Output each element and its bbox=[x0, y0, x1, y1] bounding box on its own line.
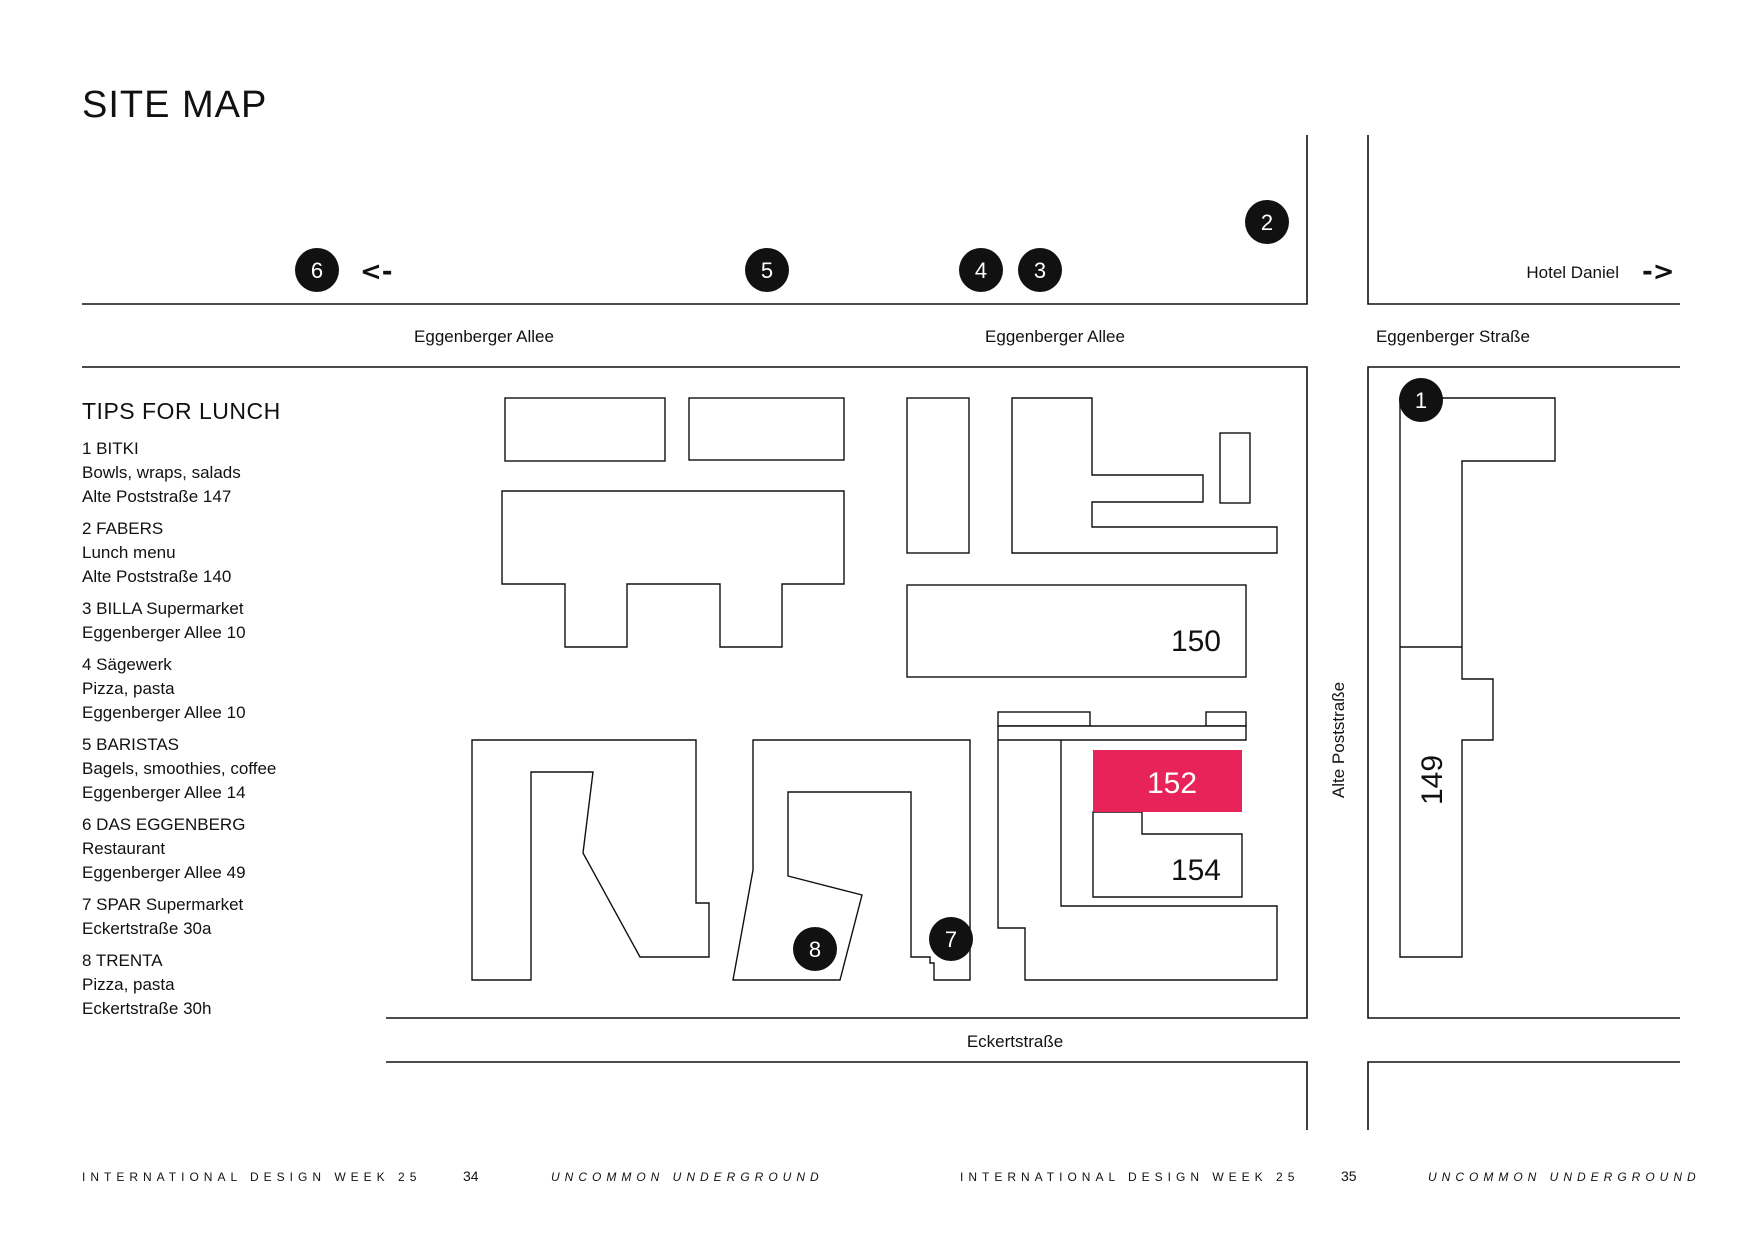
street-edge bbox=[82, 135, 1308, 305]
tip-line: Eggenberger Allee 10 bbox=[82, 703, 246, 722]
tip-item-2: 2 FABERS Lunch menu Alte Poststraße 140 bbox=[82, 517, 382, 589]
tip-line: Eggenberger Allee 10 bbox=[82, 623, 246, 642]
tip-line: Eckertstraße 30h bbox=[82, 999, 212, 1018]
tip-name: 4 Sägewerk bbox=[82, 655, 172, 674]
building bbox=[471, 739, 710, 981]
tip-name: 5 BARISTAS bbox=[82, 735, 179, 754]
tip-line: Pizza, pasta bbox=[82, 679, 175, 698]
marker-2[interactable]: 2 bbox=[1245, 200, 1289, 244]
tip-name: 8 TRENTA bbox=[82, 951, 163, 970]
marker-3-number: 3 bbox=[1034, 258, 1046, 283]
building-154-label: 154 bbox=[1171, 854, 1221, 887]
marker-7-number: 7 bbox=[945, 927, 957, 952]
hotel-daniel-label: Hotel Daniel bbox=[1526, 263, 1619, 282]
building bbox=[906, 397, 970, 554]
building bbox=[732, 739, 971, 981]
tip-item-8: 8 TRENTA Pizza, pasta Eckertstraße 30h bbox=[82, 949, 382, 1021]
marker-5-number: 5 bbox=[761, 258, 773, 283]
street-label-alte-poststrasse: Alte Poststraße bbox=[1329, 682, 1348, 798]
buildings bbox=[471, 397, 1556, 981]
building bbox=[501, 490, 845, 648]
building bbox=[1219, 432, 1251, 504]
tip-line: Eggenberger Allee 14 bbox=[82, 783, 246, 802]
lunch-tips-heading: TIPS FOR LUNCH bbox=[82, 398, 281, 424]
building bbox=[997, 725, 1278, 981]
building-149-label: 149 bbox=[1416, 755, 1449, 805]
tip-item-4: 4 Sägewerk Pizza, pasta Eggenberger Alle… bbox=[82, 653, 382, 725]
marker-7[interactable]: 7 bbox=[929, 917, 973, 961]
street-edge bbox=[1367, 366, 1680, 1019]
street-edge bbox=[1367, 1061, 1680, 1130]
tip-line: Alte Poststraße 140 bbox=[82, 567, 232, 586]
tip-name: 2 FABERS bbox=[82, 519, 164, 538]
arrow-right-icon: -> bbox=[1642, 257, 1675, 287]
lunch-tips-list: TIPS FOR LUNCH 1 BITKI Bowls, wraps, sal… bbox=[82, 398, 382, 1029]
tip-item-1: 1 BITKI Bowls, wraps, salads Alte Postst… bbox=[82, 437, 382, 509]
building-labels: 150 152 154 149 bbox=[1147, 625, 1449, 887]
footer-tagline-left: UNCOMMON UNDERGROUND bbox=[551, 1170, 824, 1184]
street-edge bbox=[82, 366, 1308, 1019]
tip-line: Alte Poststraße 147 bbox=[82, 487, 232, 506]
marker-5[interactable]: 5 bbox=[745, 248, 789, 292]
marker-2-number: 2 bbox=[1261, 210, 1273, 235]
building-150 bbox=[906, 584, 1247, 678]
tip-line: Restaurant bbox=[82, 839, 166, 858]
marker-6-number: 6 bbox=[311, 258, 323, 283]
tip-name: 1 BITKI bbox=[82, 439, 139, 458]
tip-line: Bagels, smoothies, coffee bbox=[82, 759, 277, 778]
street-label-eggenberger-strasse: Eggenberger Straße bbox=[1376, 327, 1530, 346]
building-152-highlight bbox=[1093, 750, 1242, 812]
tip-item-7: 7 SPAR Supermarket Eckertstraße 30a bbox=[82, 893, 382, 941]
street-label-eckertstrasse: Eckertstraße bbox=[967, 1032, 1063, 1051]
tip-line: Bowls, wraps, salads bbox=[82, 463, 241, 482]
tip-item-5: 5 BARISTAS Bagels, smoothies, coffee Egg… bbox=[82, 733, 382, 805]
street-label-eggenberger-allee: Eggenberger Allee bbox=[414, 327, 554, 346]
tip-name: 3 BILLA Supermarket bbox=[82, 599, 244, 618]
tip-line: Pizza, pasta bbox=[82, 975, 175, 994]
building bbox=[1205, 711, 1247, 727]
marker-4[interactable]: 4 bbox=[959, 248, 1003, 292]
map-markers: 1 2 3 4 5 6 7 8 bbox=[295, 200, 1443, 971]
footer-tagline-right: UNCOMMON UNDERGROUND bbox=[1428, 1170, 1701, 1184]
marker-4-number: 4 bbox=[975, 258, 987, 283]
street-edge bbox=[1367, 135, 1680, 305]
arrow-left-icon: <- bbox=[360, 257, 393, 287]
building-152-label: 152 bbox=[1147, 767, 1197, 800]
street-label-eggenberger-allee: Eggenberger Allee bbox=[985, 327, 1125, 346]
marker-8-number: 8 bbox=[809, 937, 821, 962]
tip-line: Eggenberger Allee 49 bbox=[82, 863, 246, 882]
tip-item-6: 6 DAS EGGENBERG Restaurant Eggenberger A… bbox=[82, 813, 382, 885]
building-150-label: 150 bbox=[1171, 625, 1221, 658]
street-edge bbox=[386, 1061, 1308, 1130]
page-number-right: 35 bbox=[1341, 1168, 1357, 1184]
tip-line: Eckertstraße 30a bbox=[82, 919, 212, 938]
tip-line: Lunch menu bbox=[82, 543, 176, 562]
footer-event-left: INTERNATIONAL DESIGN WEEK 25 bbox=[82, 1170, 422, 1184]
street-labels: Eggenberger Allee Eggenberger Allee Egge… bbox=[414, 263, 1619, 1051]
building bbox=[997, 711, 1091, 727]
tip-name: 7 SPAR Supermarket bbox=[82, 895, 244, 914]
page-number-left: 34 bbox=[463, 1168, 479, 1184]
marker-1-number: 1 bbox=[1415, 388, 1427, 413]
marker-6[interactable]: 6 bbox=[295, 248, 339, 292]
building-149 bbox=[1399, 397, 1556, 958]
building bbox=[504, 397, 666, 462]
tip-name: 6 DAS EGGENBERG bbox=[82, 815, 246, 834]
marker-8[interactable]: 8 bbox=[793, 927, 837, 971]
page-title: SITE MAP bbox=[82, 84, 268, 126]
footer-event-right: INTERNATIONAL DESIGN WEEK 25 bbox=[960, 1170, 1300, 1184]
marker-1[interactable]: 1 bbox=[1399, 378, 1443, 422]
marker-3[interactable]: 3 bbox=[1018, 248, 1062, 292]
street-lines bbox=[82, 135, 1680, 1130]
tip-item-3: 3 BILLA Supermarket Eggenberger Allee 10 bbox=[82, 597, 382, 645]
building bbox=[1011, 397, 1278, 554]
building bbox=[688, 397, 845, 461]
